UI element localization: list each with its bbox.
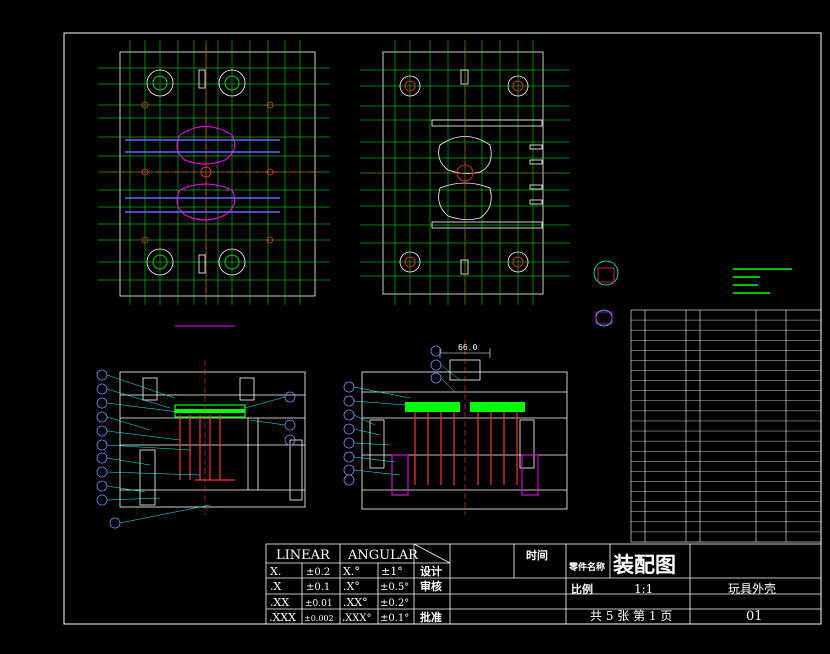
corner-holes <box>146 69 246 276</box>
title-block <box>265 543 822 625</box>
balloons <box>96 369 296 529</box>
sheet-info: 共 5 张 第 1 页 <box>590 609 672 623</box>
cavity-shapes <box>176 126 236 221</box>
tol-ang-val-1: ±0.5° <box>380 582 409 593</box>
tol-lin-key-0: X. <box>270 565 281 578</box>
tol-ang-val-3: ±0.1° <box>380 613 409 624</box>
linear-header: LINEAR <box>276 548 331 563</box>
tol-ang-key-1: .X° <box>343 580 360 593</box>
dimension-66 <box>439 348 491 358</box>
tol-lin-val-0: ±0.2 <box>306 567 330 578</box>
cavity-fill <box>175 409 245 413</box>
tol-lin-val-1: ±0.1 <box>306 582 330 593</box>
tol-lin-val-2: ±0.01 <box>305 599 333 609</box>
review-label: 审核 <box>420 579 442 593</box>
section-view-left <box>96 360 306 529</box>
notes <box>733 268 792 294</box>
tol-ang-val-0: ±1° <box>381 565 403 578</box>
corner-holes <box>399 75 529 273</box>
pins <box>460 69 469 275</box>
tol-lin-key-2: .XX <box>270 596 289 609</box>
drawing-border <box>63 32 822 625</box>
approve-label: 批准 <box>420 610 442 624</box>
tol-lin-key-3: .XXX <box>269 611 296 624</box>
parts-list-rows <box>631 319 821 533</box>
tol-ang-key-0: X.° <box>343 565 360 578</box>
mold-outline <box>361 371 568 510</box>
drawing-number: 01 <box>746 609 763 624</box>
detail-view <box>593 260 619 327</box>
support-blocks <box>391 454 539 496</box>
tol-lin-key-1: .X <box>270 580 281 593</box>
cooling-channels <box>431 119 543 229</box>
red-holes <box>110 45 320 300</box>
pins <box>198 69 206 274</box>
part-name-label: 零件名称 <box>568 561 605 573</box>
scale-value: 1:1 <box>634 582 653 596</box>
plate-outline <box>119 51 316 297</box>
tol-ang-key-3: .XXX° <box>342 613 372 624</box>
angular-header: ANGULAR <box>347 548 419 563</box>
dimension-lines <box>98 40 330 305</box>
scale-label: 比例 <box>571 582 593 596</box>
parts-list <box>630 309 822 543</box>
drawing-title: 装配图 <box>613 552 676 577</box>
cavity-insert-right <box>470 402 525 412</box>
time-label: 时间 <box>526 548 548 562</box>
tol-ang-val-2: ±0.2° <box>380 598 409 609</box>
product-name: 玩具外壳 <box>728 582 776 596</box>
tol-ang-key-2: .XX° <box>343 596 368 609</box>
tol-lin-val-3: ±0.002 <box>304 614 334 623</box>
plan-view-right <box>360 40 570 305</box>
plan-view-left <box>98 40 330 327</box>
section-view-right: 66.0 <box>343 340 568 515</box>
ejector-pins <box>179 415 235 481</box>
cooling-channels <box>125 139 280 213</box>
cavity-insert-left <box>405 402 460 412</box>
mold-outline <box>119 371 306 508</box>
top-dimension-label: 66.0 <box>458 343 477 352</box>
design-label: 设计 <box>420 564 442 578</box>
ejector-pins <box>414 412 518 485</box>
